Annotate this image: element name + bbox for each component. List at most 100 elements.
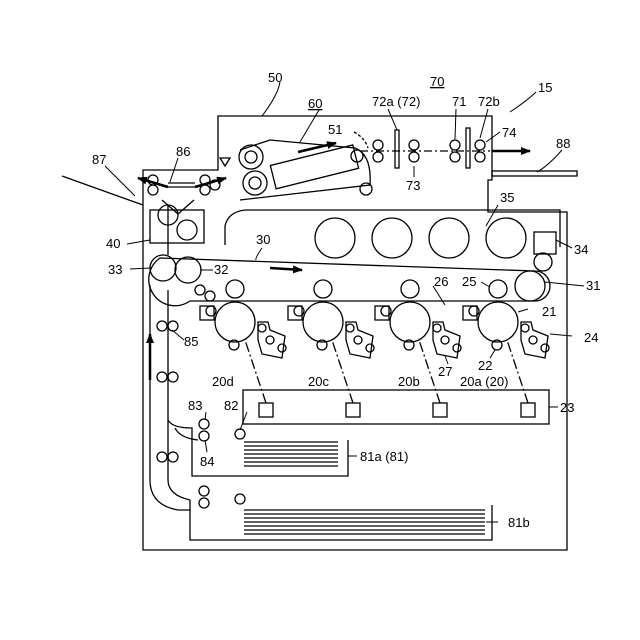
label-20a: 20a (20) (460, 374, 508, 389)
pickup-roller-83 (199, 419, 209, 429)
pickup-roller (199, 486, 209, 496)
roller-71 (450, 152, 460, 162)
exposure-unit-23 (243, 390, 549, 424)
label-85: 85 (184, 334, 198, 349)
roller-74 (475, 152, 485, 162)
developer-roller (529, 336, 537, 344)
developer-unit (433, 322, 460, 358)
developer-roller (258, 324, 266, 332)
developer-roller (541, 344, 549, 352)
transfer-belt-30 (149, 258, 550, 306)
roller (373, 140, 383, 150)
developer-roller (266, 336, 274, 344)
developer-roller (346, 324, 354, 332)
toner-container (429, 218, 469, 258)
roller (373, 152, 383, 162)
label-51: 51 (328, 122, 342, 137)
label-25: 25 (462, 274, 476, 289)
station-20c (288, 280, 374, 358)
toner-container (486, 218, 526, 258)
discharge-roller (148, 185, 158, 195)
toner-container (372, 218, 412, 258)
primary-transfer-roller (226, 280, 244, 298)
conveyance-roller (157, 452, 167, 462)
belt-roller (205, 291, 215, 301)
developer-unit (346, 322, 373, 358)
sheet-path-outer (150, 285, 190, 510)
roller-31 (515, 271, 545, 301)
photoreceptor-drum (390, 302, 430, 342)
label-15: 15 (538, 80, 552, 95)
label-30: 30 (256, 232, 270, 247)
label-88: 88 (556, 136, 570, 151)
label-32: 32 (214, 262, 228, 277)
discharge-roller (200, 185, 210, 195)
belt-direction-arrow (270, 268, 302, 270)
label-72a: 72a (72) (372, 94, 420, 109)
photoreceptor-drum (478, 302, 518, 342)
feed-roller-inner (245, 151, 257, 163)
pickup-roller-82 (235, 429, 245, 439)
sensor-72a (395, 130, 399, 168)
laser-path (332, 340, 353, 403)
scanner-lower-wall (225, 210, 560, 247)
developer-unit (521, 322, 548, 358)
label-34: 34 (574, 242, 588, 257)
conveyance-roller (168, 452, 178, 462)
feeder-roller (360, 183, 372, 195)
switching-marker (220, 158, 230, 166)
primary-transfer-roller (401, 280, 419, 298)
developer-roller (453, 344, 461, 352)
label-20b: 20b (398, 374, 420, 389)
paper-stack-81b (244, 510, 485, 534)
laser-path (245, 340, 266, 403)
label-31: 31 (586, 278, 600, 293)
leader-51 (354, 132, 368, 148)
laser-path (419, 340, 440, 403)
cassette-81a-feed (175, 428, 198, 440)
roller-74 (475, 140, 485, 150)
roller-73 (409, 152, 419, 162)
label-50: 50 (268, 70, 282, 85)
developer-roller (521, 324, 529, 332)
developer-roller (366, 344, 374, 352)
label-71: 71 (452, 94, 466, 109)
label-24: 24 (584, 330, 598, 345)
label-86: 86 (176, 144, 190, 159)
roller-73 (409, 140, 419, 150)
label-84: 84 (200, 454, 214, 469)
paper-stack-81a (244, 442, 338, 466)
developer-roller (441, 336, 449, 344)
belt-cleaner-roller (534, 253, 552, 271)
cleaner-34 (534, 232, 556, 254)
light-source (521, 403, 535, 417)
label-81b: 81b (508, 515, 530, 530)
registration-roller-85 (157, 321, 167, 331)
label-40: 40 (106, 236, 120, 251)
developer-roller (354, 336, 362, 344)
label-20d: 20d (212, 374, 234, 389)
label-73: 73 (406, 178, 420, 193)
label-70: 70 (430, 74, 444, 89)
photoreceptor-drum (215, 302, 255, 342)
output-tray-88 (492, 171, 577, 176)
output-tray-87 (62, 176, 143, 205)
station-20b (375, 280, 461, 358)
label-83: 83 (188, 398, 202, 413)
label-60: 60 (308, 96, 322, 111)
cassette-81a (168, 420, 348, 476)
label-87: 87 (92, 152, 106, 167)
primary-transfer-roller (489, 280, 507, 298)
photoreceptor-drum (303, 302, 343, 342)
developer-roller (278, 344, 286, 352)
label-72b: 72b (478, 94, 500, 109)
label-35: 35 (500, 190, 514, 205)
label-21: 21 (542, 304, 556, 319)
developer-roller (433, 324, 441, 332)
feed-roller-inner (249, 177, 261, 189)
conveyance-roller (157, 372, 167, 382)
station-20a (463, 280, 549, 358)
pickup-roller-84 (199, 431, 209, 441)
label-23: 23 (560, 400, 574, 415)
